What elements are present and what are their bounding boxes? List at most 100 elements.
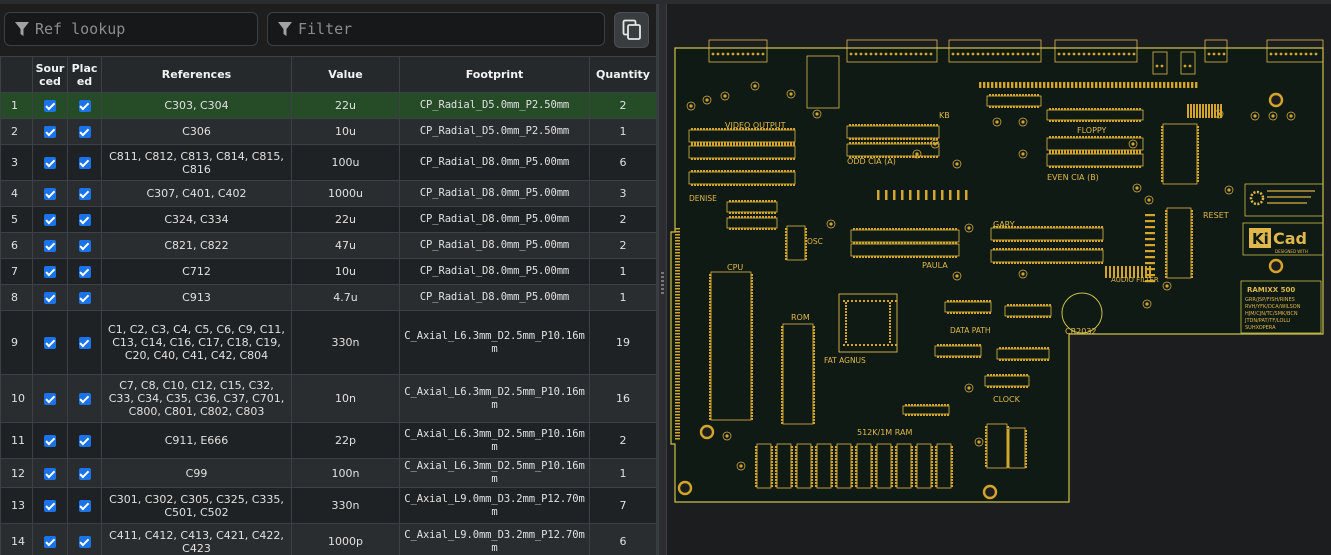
ic-pin [947, 404, 949, 407]
ic-pin [999, 248, 1001, 251]
ic-pin [1001, 105, 1003, 108]
column-header-sourced[interactable]: Sourced [32, 56, 68, 93]
sourced-checkbox-box[interactable] [44, 188, 56, 200]
placed-checkbox-box[interactable] [78, 536, 91, 548]
connector-pin [894, 52, 898, 56]
connector-pin [849, 52, 853, 56]
capacitor-outline [1224, 185, 1234, 195]
column-header-quantity[interactable]: Quantity [589, 56, 657, 93]
placed-checkbox-box[interactable] [78, 214, 91, 226]
placed-checkbox-box[interactable] [78, 126, 91, 138]
placed-checkbox-box[interactable] [78, 188, 91, 200]
ic-pin [1007, 448, 1010, 450]
ic-pin [1133, 136, 1135, 139]
ic-pin [870, 479, 873, 481]
filter-input[interactable] [298, 20, 498, 38]
placed-checkbox-box[interactable] [78, 500, 91, 512]
placed-checkbox-box[interactable] [78, 157, 91, 169]
ref-lookup-box[interactable] [4, 12, 258, 46]
placed-checkbox-box[interactable] [78, 100, 91, 112]
connector-pin [996, 52, 1000, 56]
sourced-checkbox-box[interactable] [44, 337, 56, 349]
ic-pin [1073, 152, 1075, 155]
column-header-placed[interactable]: Placed [67, 56, 102, 93]
column-header-references[interactable]: References [101, 56, 292, 93]
pcb-canvas[interactable]: VIDEO OUTPUT KB FLOPPY ODD CIA (A) EVEN … [667, 4, 1331, 555]
column-header-footprint[interactable]: Footprint [399, 56, 590, 93]
capacitor-outline [1144, 195, 1154, 205]
sourced-checkbox-box[interactable] [44, 500, 56, 512]
edge-connector-finger [675, 264, 680, 266]
placed-checkbox-box[interactable] [78, 240, 91, 252]
copy-button[interactable] [614, 12, 649, 48]
edge-connector-finger [675, 342, 680, 344]
connector-pin [1160, 64, 1164, 68]
column-header-value[interactable]: Value [291, 56, 400, 93]
plcc-pin [889, 326, 891, 328]
ic-pin [936, 137, 938, 140]
filter-box[interactable] [267, 12, 605, 46]
column-header-index[interactable] [0, 56, 33, 93]
ic-pin [738, 227, 740, 230]
resistor-pad [1121, 266, 1123, 278]
connector-pin [761, 52, 765, 56]
sourced-checkbox-box[interactable] [44, 536, 56, 548]
sourced-checkbox-box[interactable] [44, 435, 56, 447]
ic-pin [908, 404, 910, 407]
sourced-checkbox-box[interactable] [44, 100, 56, 112]
ic-pin [998, 105, 1000, 108]
ic-pin [1139, 136, 1141, 139]
pcb-view[interactable]: VIDEO OUTPUT KB FLOPPY ODD CIA (A) EVEN … [667, 4, 1331, 555]
capacitor-pad [1253, 114, 1257, 118]
ic-pin [950, 476, 953, 478]
ic-pin [895, 485, 898, 487]
sourced-checkbox-box[interactable] [44, 266, 56, 278]
plcc-pin [843, 300, 845, 302]
sourced-checkbox-box[interactable] [44, 292, 56, 304]
placed-checkbox-box[interactable] [78, 467, 91, 480]
ref-lookup-input[interactable] [35, 20, 235, 38]
sourced-checkbox-box[interactable] [44, 214, 56, 226]
ic-pin [810, 485, 813, 487]
ic-pin [890, 476, 893, 478]
sourced-checkbox-box[interactable] [44, 157, 56, 169]
placed-checkbox-box[interactable] [78, 266, 91, 278]
placed-checkbox-box[interactable] [78, 292, 91, 304]
resistor-pad [1145, 266, 1147, 278]
ic-pin [700, 183, 702, 186]
ic-pin [1196, 168, 1199, 170]
ic-pin [790, 452, 793, 454]
edge-connector-finger [675, 435, 680, 437]
ic-pin [890, 473, 893, 475]
ic-pin [1068, 248, 1070, 251]
sourced-checkbox-box[interactable] [44, 126, 56, 138]
connector-pin [864, 52, 868, 56]
sourced-checkbox-box[interactable] [44, 467, 56, 480]
ic-pin [915, 155, 917, 158]
placed-checkbox-box[interactable] [78, 435, 91, 447]
placed-checkbox-box[interactable] [78, 393, 91, 405]
copy-icon [622, 19, 641, 40]
bom-scrollbar[interactable] [656, 4, 658, 555]
ic-pin [849, 155, 851, 158]
sourced-checkbox-box[interactable] [44, 393, 56, 405]
sourced-checkbox-box[interactable] [44, 240, 56, 252]
placed-checkbox-box[interactable] [78, 337, 91, 349]
ic-pin [861, 142, 863, 145]
ic-pin [770, 449, 773, 451]
header-pin [1075, 82, 1078, 88]
